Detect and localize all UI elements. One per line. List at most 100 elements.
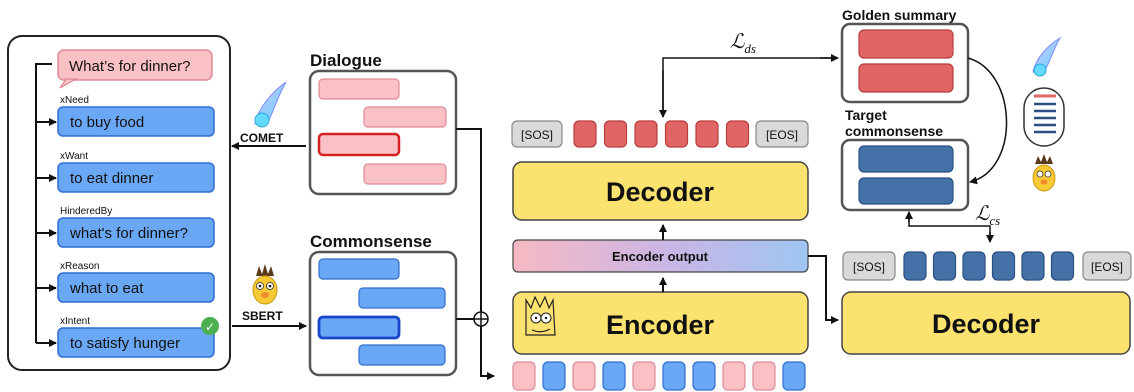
sbert-small-icon <box>1032 154 1056 192</box>
commonsense-token <box>991 251 1016 281</box>
relation-label: xNeed <box>60 95 89 106</box>
sos-token-label: [SOS] <box>521 128 553 142</box>
relation-text: what's for dinner? <box>69 225 188 242</box>
relation-label: HinderedBy <box>60 206 112 217</box>
output-to-cs-decoder-arrow <box>808 255 839 324</box>
golden-summary-panel <box>840 22 970 104</box>
target-commonsense-panel <box>840 138 970 212</box>
relation-box <box>57 106 215 137</box>
loss-cs-label: ℒcs <box>975 203 1000 228</box>
input-token <box>512 361 536 391</box>
cs-decoder-token-row: [SOS] [EOS] <box>842 251 1132 281</box>
target-commonsense-bar <box>858 145 954 173</box>
summary-token <box>603 120 628 148</box>
cs-decoder-block: Decoder <box>841 291 1131 355</box>
input-token <box>632 361 656 391</box>
bart-logo-icon <box>525 295 556 336</box>
decoder-label: Decoder <box>606 177 715 207</box>
dialogue-frame <box>308 69 458 196</box>
eos-token <box>755 120 809 148</box>
summary-token <box>634 120 658 148</box>
relation-row-xintent: xIntent to satisfy hunger ✓ <box>57 316 219 358</box>
summary-token <box>573 120 597 148</box>
relation-row-hinderedby: HinderedBy what's for dinner? <box>57 206 215 248</box>
knowledge-panel: What’s for dinner? xNeed to buy food xWa… <box>7 35 231 371</box>
loss-ds-line <box>662 57 836 116</box>
commonsense-item <box>358 287 446 309</box>
sbert-icon <box>252 264 278 305</box>
query-bubble: What’s for dinner? <box>57 49 213 89</box>
check-icon-glyph: ✓ <box>205 320 215 334</box>
input-token <box>662 361 686 391</box>
commonsense-token <box>962 251 986 281</box>
loss-ds-label: ℒds <box>730 31 756 56</box>
cs-decoder-commonsense-tokens <box>903 251 1075 281</box>
sos-token <box>842 251 896 281</box>
dialogue-bubble <box>363 163 447 185</box>
commonsense-panel <box>308 250 458 377</box>
decoder-summary-tokens <box>573 120 750 148</box>
sos-token-label: [SOS] <box>853 260 885 274</box>
dialogue-bubble <box>363 106 447 128</box>
comet-label: COMET <box>240 131 284 145</box>
dialogue-panel <box>308 69 458 196</box>
relation-row-xwant: xWant to eat dinner <box>57 151 215 193</box>
golden-summary-title: Golden summary <box>842 7 957 23</box>
relation-text: what to eat <box>69 280 144 297</box>
query-text: What’s for dinner? <box>69 58 190 75</box>
dialogue-bubble <box>318 78 400 100</box>
dialogue-title: Dialogue <box>310 51 382 70</box>
relation-box <box>57 272 215 303</box>
decoder-block: Decoder <box>512 161 809 221</box>
relation-row-xreason: xReason what to eat <box>57 261 215 303</box>
sos-token <box>511 120 563 148</box>
encoder-block: Encoder <box>512 291 809 355</box>
summary-token <box>664 120 689 148</box>
input-token <box>602 361 626 391</box>
summary-token <box>725 120 750 148</box>
cs-decoder-box <box>841 291 1131 355</box>
eos-token-label: [EOS] <box>766 128 798 142</box>
eos-token <box>1082 251 1132 281</box>
summary-bar <box>858 29 954 59</box>
summary-bar <box>858 63 954 93</box>
summary-token <box>695 120 719 148</box>
input-token <box>782 361 806 391</box>
sbert-label: SBERT <box>242 309 283 323</box>
encoder-box <box>512 291 809 355</box>
encoder-output-label: Encoder output <box>612 249 709 264</box>
commonsense-frame <box>308 250 458 377</box>
dialogue-to-input-arrow <box>456 128 495 380</box>
decoder-token-row: [SOS] [EOS] <box>511 120 809 148</box>
relation-label: xIntent <box>60 316 90 327</box>
knowledge-panel-frame <box>7 35 231 371</box>
input-token <box>752 361 776 391</box>
relation-box <box>57 217 215 248</box>
eos-token-label: [EOS] <box>1091 260 1123 274</box>
input-token <box>572 361 596 391</box>
document-list-icon <box>1023 87 1065 147</box>
commonsense-item <box>318 258 400 280</box>
relation-text: to satisfy hunger <box>70 335 180 352</box>
target-commonsense-title-line2: commonsense <box>845 123 943 139</box>
commonsense-token <box>1050 251 1075 281</box>
input-token <box>692 361 716 391</box>
comet-icon <box>254 81 287 128</box>
cs-decoder-label: Decoder <box>932 309 1041 339</box>
input-token <box>542 361 566 391</box>
commonsense-item-selected <box>317 315 401 340</box>
target-commonsense-bar <box>858 177 954 205</box>
relation-label: xReason <box>60 261 99 272</box>
commonsense-token <box>932 251 957 281</box>
input-token-sequence <box>512 361 806 391</box>
commonsense-item <box>358 344 446 366</box>
commonsense-token <box>903 251 927 281</box>
dialogue-bubble-selected <box>317 132 401 157</box>
summary-to-target-arrow <box>967 57 1008 185</box>
commonsense-title: Commonsense <box>310 232 432 251</box>
comet-small-icon <box>1032 36 1062 77</box>
relation-label: xWant <box>60 151 88 162</box>
encoder-label: Encoder <box>606 310 715 340</box>
relation-row-xneed: xNeed to buy food <box>57 95 215 137</box>
